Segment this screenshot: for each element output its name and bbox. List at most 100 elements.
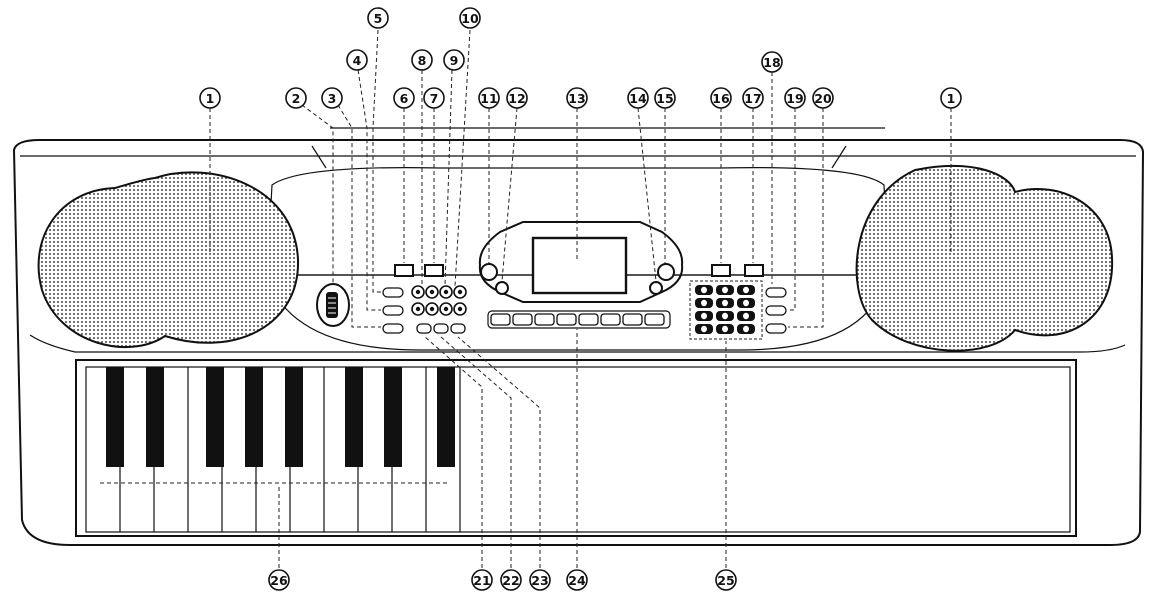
callout-c1-left: 1	[199, 87, 221, 109]
rhythm-button[interactable]	[490, 313, 511, 326]
display-panel	[478, 221, 684, 303]
callout-c23: 23	[529, 569, 551, 591]
callout-c7: 7	[423, 87, 445, 109]
black-key[interactable]	[146, 367, 164, 467]
round-button[interactable]	[411, 285, 425, 299]
callout-number: 22	[502, 573, 519, 588]
square-button-3[interactable]	[711, 264, 731, 277]
black-key[interactable]	[245, 367, 263, 467]
keypad-button[interactable]	[716, 285, 734, 295]
callout-c17: 17	[742, 87, 764, 109]
callout-c24: 24	[566, 569, 588, 591]
keypad-button[interactable]	[737, 298, 755, 308]
callout-c4: 4	[346, 49, 368, 71]
rhythm-button[interactable]	[644, 313, 665, 326]
rhythm-button[interactable]	[534, 313, 555, 326]
keypad-button[interactable]	[737, 285, 755, 295]
leader-line-c5	[372, 29, 381, 293]
square-button-2[interactable]	[424, 264, 444, 277]
rhythm-button[interactable]	[578, 313, 599, 326]
round-button[interactable]	[411, 302, 425, 316]
piano-keyboard[interactable]	[75, 359, 1077, 537]
black-key[interactable]	[285, 367, 303, 467]
round-button[interactable]	[453, 285, 467, 299]
callout-c21: 21	[471, 569, 493, 591]
left-buttons-row-3[interactable]	[382, 323, 404, 334]
numeric-keypad[interactable]	[689, 280, 763, 340]
callout-number: 3	[328, 91, 337, 106]
callout-c2: 2	[285, 87, 307, 109]
round-button-cluster[interactable]	[411, 285, 467, 316]
callout-c10: 10	[459, 7, 481, 29]
keypad-button[interactable]	[716, 311, 734, 321]
leader-line-c9	[444, 69, 453, 287]
black-key[interactable]	[437, 367, 455, 467]
left-knob-lower[interactable]	[495, 281, 509, 295]
callout-c26: 26	[268, 569, 290, 591]
bottom-button-a[interactable]	[416, 323, 432, 334]
callout-c8: 8	[411, 49, 433, 71]
rhythm-button[interactable]	[622, 313, 643, 326]
callout-c5: 5	[367, 7, 389, 29]
square-button-4[interactable]	[744, 264, 764, 277]
callout-number: 6	[400, 91, 409, 106]
callout-c13: 13	[566, 87, 588, 109]
keypad-button[interactable]	[695, 298, 713, 308]
leader-line-c3	[337, 104, 381, 328]
right-knob-lower[interactable]	[649, 281, 663, 295]
leader-line-c10	[454, 29, 471, 287]
lcd-display	[531, 236, 628, 295]
round-button[interactable]	[439, 285, 453, 299]
black-key[interactable]	[106, 367, 124, 467]
left-buttons-row-1[interactable]	[382, 287, 404, 298]
callout-number: 18	[763, 55, 780, 70]
callout-number: 23	[531, 573, 548, 588]
black-key[interactable]	[206, 367, 224, 467]
callout-c3: 3	[321, 87, 343, 109]
keypad-button[interactable]	[695, 324, 713, 334]
round-button[interactable]	[453, 302, 467, 316]
right-speaker	[855, 165, 1114, 352]
callout-c12: 12	[506, 87, 528, 109]
rhythm-button[interactable]	[556, 313, 577, 326]
callout-number: 19	[786, 91, 803, 106]
leader-line-c2	[301, 104, 334, 285]
keypad-button[interactable]	[716, 298, 734, 308]
callout-number: 16	[712, 91, 730, 106]
callout-number: 21	[473, 573, 490, 588]
right-knob-upper[interactable]	[657, 263, 675, 281]
callout-number: 12	[508, 91, 525, 106]
bottom-button-c[interactable]	[450, 323, 466, 334]
rhythm-button[interactable]	[512, 313, 533, 326]
black-key[interactable]	[384, 367, 402, 467]
keypad-button[interactable]	[695, 311, 713, 321]
callout-c6: 6	[393, 87, 415, 109]
leader-line-c23	[457, 336, 541, 568]
rhythm-button-row[interactable]	[487, 310, 671, 329]
keypad-button[interactable]	[737, 324, 755, 334]
power-volume-dial[interactable]	[316, 283, 350, 327]
bottom-button-b[interactable]	[433, 323, 449, 334]
rhythm-button[interactable]	[600, 313, 621, 326]
leader-line-c21	[424, 336, 483, 568]
callout-number: 10	[461, 11, 479, 26]
leader-line-c19	[788, 108, 796, 311]
callout-number: 7	[430, 91, 439, 106]
keypad-button[interactable]	[695, 285, 713, 295]
right-buttons-row-2[interactable]	[765, 305, 787, 316]
keypad-button[interactable]	[716, 324, 734, 334]
right-buttons-row-3[interactable]	[765, 323, 787, 334]
callout-number: 1	[206, 91, 215, 106]
left-knob-upper[interactable]	[480, 263, 498, 281]
callout-number: 2	[292, 91, 301, 106]
black-key[interactable]	[345, 367, 363, 467]
keypad-button[interactable]	[737, 311, 755, 321]
round-button[interactable]	[439, 302, 453, 316]
round-button[interactable]	[425, 302, 439, 316]
left-buttons-row-2[interactable]	[382, 305, 404, 316]
square-button-1[interactable]	[394, 264, 414, 277]
left-buttons[interactable]	[382, 287, 404, 334]
round-button[interactable]	[425, 285, 439, 299]
right-buttons-row-1[interactable]	[765, 287, 787, 298]
